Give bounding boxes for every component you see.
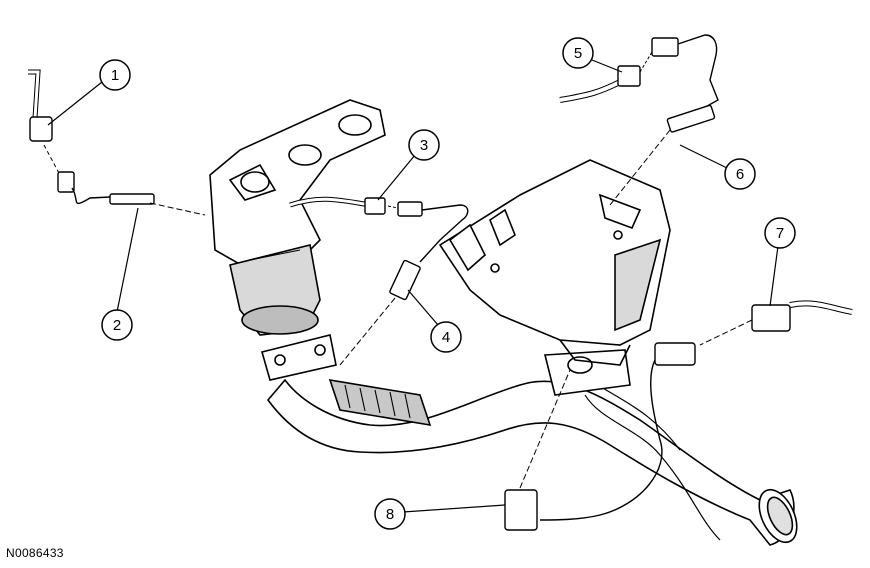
callout-6: 6: [679, 144, 756, 190]
callout-label-6: 6: [736, 166, 744, 183]
rear-exhaust-manifold: [438, 159, 671, 366]
callout-label-7: 7: [776, 225, 784, 242]
callout-label-2: 2: [113, 317, 121, 334]
callout-3: 3: [377, 129, 440, 201]
callout-label-5: 5: [574, 45, 582, 62]
callout-2: 2: [101, 207, 139, 341]
sensor-harnesses: [28, 34, 853, 531]
exhaust-y-pipe: [261, 334, 798, 546]
callout-1: 1: [47, 59, 131, 126]
figure-id: N0086433: [6, 546, 64, 560]
callout-4: 4: [407, 289, 462, 353]
callout-8: 8: [374, 498, 506, 530]
callout-label-8: 8: [386, 506, 394, 523]
callout-5: 5: [562, 37, 623, 73]
callout-label-3: 3: [420, 137, 428, 154]
callout-label-4: 4: [442, 329, 450, 346]
front-exhaust-manifold: [209, 99, 386, 336]
callout-7: 7: [764, 217, 796, 307]
callout-label-1: 1: [111, 67, 119, 84]
